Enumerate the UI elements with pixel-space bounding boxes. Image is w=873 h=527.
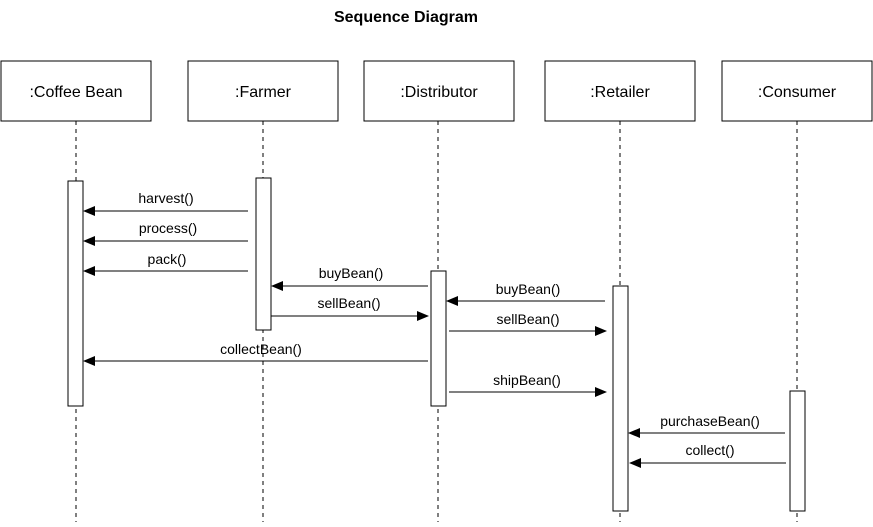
participant-distributor: :Distributor	[363, 60, 515, 122]
message-label: shipBean()	[493, 372, 561, 388]
message-label: pack()	[148, 251, 187, 267]
participant-label: :Coffee Bean	[29, 84, 122, 101]
message-label: collect()	[685, 442, 734, 458]
message-label: purchaseBean()	[660, 413, 760, 429]
participant-farmer: :Farmer	[187, 60, 339, 122]
message-process: process()	[83, 220, 248, 246]
participant-label: :Retailer	[590, 84, 650, 101]
participant-label: :Distributor	[400, 84, 478, 101]
participant-retailer: :Retailer	[544, 60, 696, 122]
activation-farmer	[255, 177, 272, 331]
message-label: harvest()	[138, 190, 193, 206]
message-label: buyBean()	[496, 281, 561, 297]
message-collectbean: collectBean()	[83, 341, 428, 366]
participant-label: :Farmer	[235, 84, 292, 101]
message-shipbean: shipBean()	[449, 372, 607, 397]
message-purchasebean: purchaseBean()	[628, 413, 785, 438]
participant-coffee-bean: :Coffee Bean	[0, 60, 152, 122]
message-sellbean-to-retailer: sellBean()	[449, 311, 607, 336]
participant-label: :Consumer	[758, 84, 837, 101]
message-label: collectBean()	[220, 341, 302, 357]
message-harvest: harvest()	[83, 190, 248, 216]
message-label: sellBean()	[496, 311, 559, 327]
activation-consumer	[789, 390, 806, 512]
activation-coffee-bean	[67, 180, 84, 407]
message-buybean-to-distributor: buyBean()	[446, 281, 605, 306]
message-pack: pack()	[83, 251, 248, 276]
participant-consumer: :Consumer	[721, 60, 873, 122]
activation-distributor	[430, 270, 447, 407]
message-collect: collect()	[629, 442, 786, 468]
message-label: process()	[139, 220, 197, 236]
message-sellbean-to-distributor: sellBean()	[271, 295, 429, 321]
message-label: buyBean()	[319, 265, 384, 281]
message-label: sellBean()	[317, 295, 380, 311]
message-buybean-to-farmer: buyBean()	[271, 265, 428, 291]
diagram-title: Sequence Diagram	[334, 9, 478, 26]
activation-retailer	[612, 285, 629, 512]
